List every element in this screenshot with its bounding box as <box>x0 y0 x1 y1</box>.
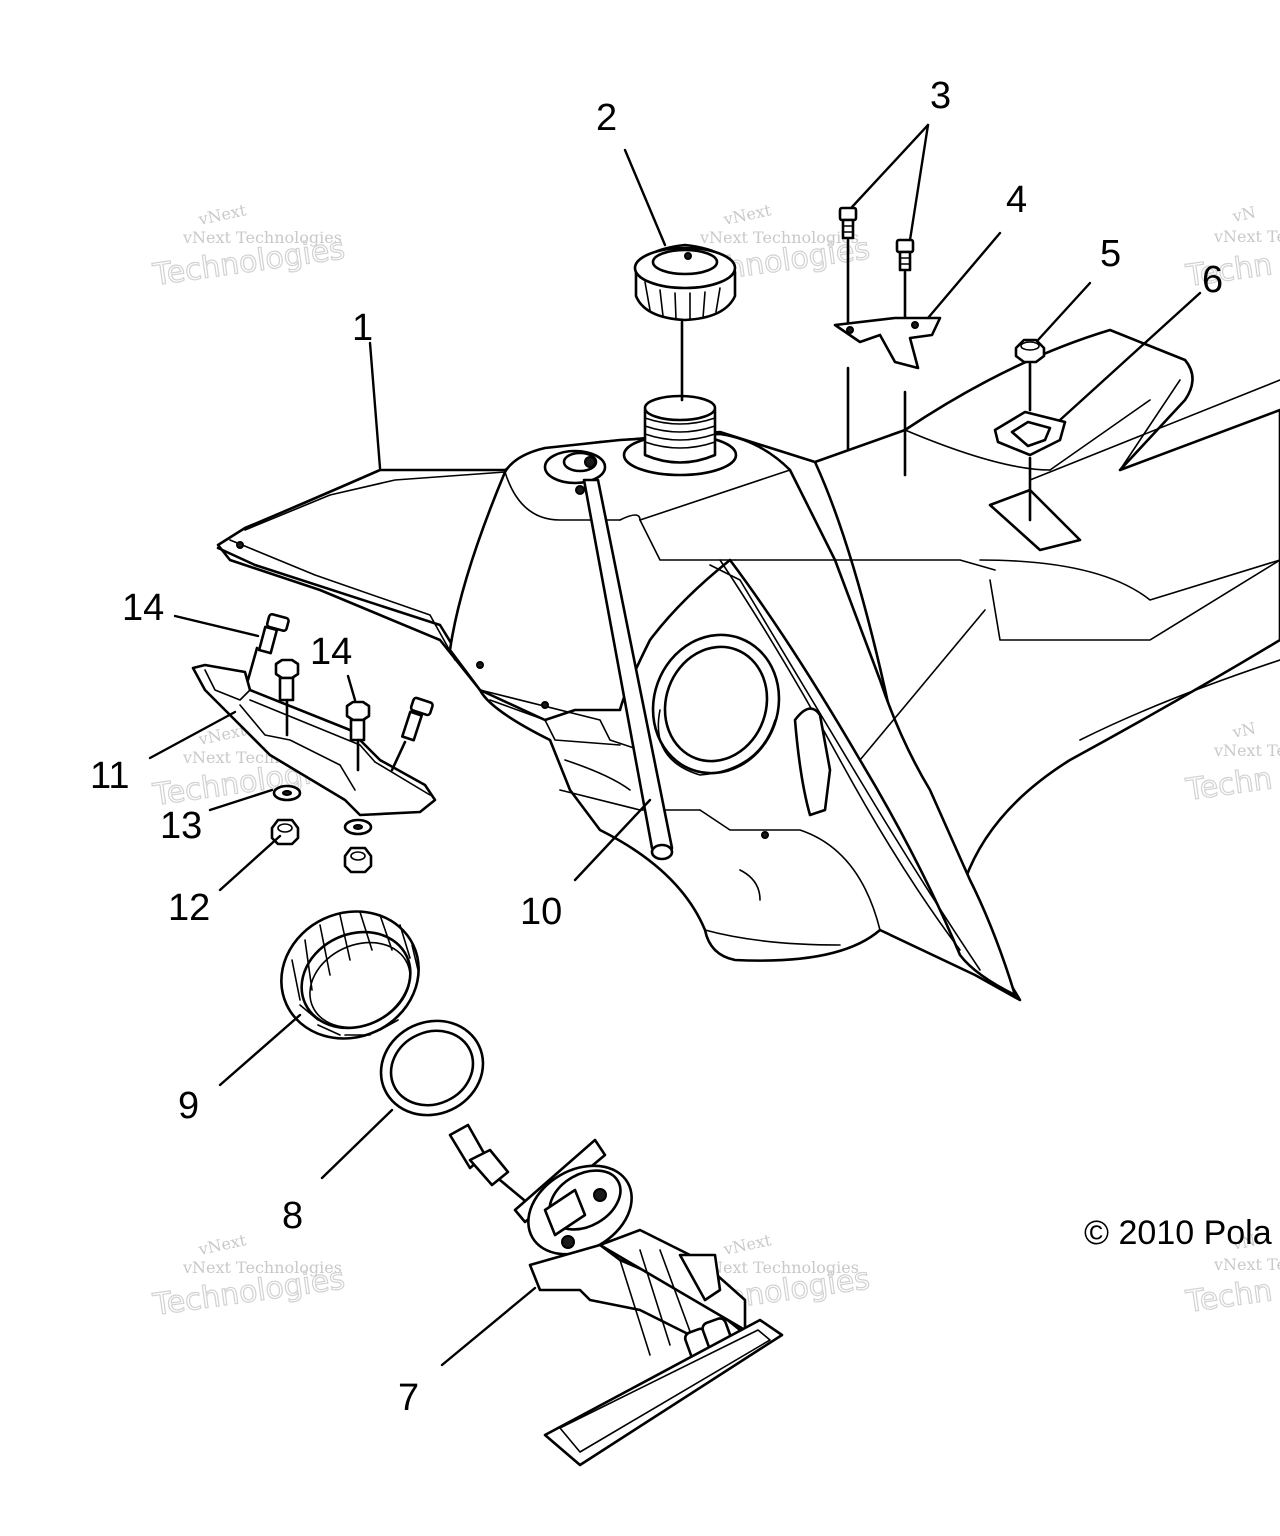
callout-14a: 14 <box>122 587 164 629</box>
watermark-text-vnext: vN <box>1230 203 1257 227</box>
fuel-tank <box>216 328 1280 1002</box>
watermark-text-large: Techn <box>1183 761 1274 808</box>
callout-13: 13 <box>160 805 202 847</box>
nut-5 <box>1014 338 1046 412</box>
watermark: vNext vNext Technologies Technologies <box>150 1230 348 1323</box>
watermark-text: vNext Technologies <box>182 1258 342 1277</box>
callout-10: 10 <box>520 891 562 933</box>
leader-lines <box>148 123 1202 1367</box>
callout-2: 2 <box>596 97 617 139</box>
callout-7: 7 <box>398 1377 419 1419</box>
grommet-6 <box>993 410 1067 522</box>
callout-8: 8 <box>282 1195 303 1237</box>
watermark-text: vNext Te <box>1213 1255 1280 1274</box>
watermark-text-vnext: vN <box>1230 1231 1257 1255</box>
lock-ring-9 <box>280 910 420 1040</box>
callout-3: 3 <box>930 75 951 117</box>
watermark-text-vnext: vN <box>1230 719 1257 743</box>
watermark-text: vNext Te <box>1213 741 1280 760</box>
watermark-text-large: Techn <box>1183 247 1274 294</box>
watermark-text: vNext Technologies <box>699 1258 859 1277</box>
watermark-text: vNext Te <box>1213 227 1280 246</box>
callout-5: 5 <box>1100 233 1121 275</box>
callout-labels: 1 2 3 4 5 6 7 8 9 10 11 12 13 14 14 <box>90 75 1223 1419</box>
fuel-cap <box>633 243 737 402</box>
watermark-text-vnext: vNext <box>196 1230 248 1259</box>
washers-13 <box>272 784 373 836</box>
copyright-notice: © 2010 Pola <box>1084 1214 1272 1252</box>
watermark: vNext vNext Technologies Technologies <box>150 200 348 293</box>
watermark-partial: vN vNext Te Techn vN vNext Te Techn vN v… <box>1183 203 1280 1321</box>
callout-12: 12 <box>168 887 210 929</box>
bolts-3 <box>838 206 915 327</box>
watermark-text-vnext: vNext <box>721 200 773 229</box>
bolts-14 <box>257 612 434 772</box>
callout-9: 9 <box>178 1085 199 1127</box>
bracket-4 <box>833 316 942 477</box>
watermark-text: vNext Technologies <box>699 228 859 247</box>
watermark-text-vnext: vNext <box>196 200 248 229</box>
watermark-text: vNext Technologies <box>182 228 342 247</box>
gasket-8 <box>379 1019 485 1117</box>
callout-1: 1 <box>352 307 373 349</box>
vent-hose <box>582 478 674 861</box>
fuel-pump-7 <box>448 1123 784 1467</box>
callout-6: 6 <box>1202 259 1223 301</box>
callout-14b: 14 <box>310 631 352 673</box>
watermark-text-large: Techn <box>1183 1273 1274 1320</box>
watermark-text-vnext: vNext <box>721 1230 773 1259</box>
callout-11: 11 <box>90 755 129 797</box>
callout-4: 4 <box>1006 179 1027 221</box>
